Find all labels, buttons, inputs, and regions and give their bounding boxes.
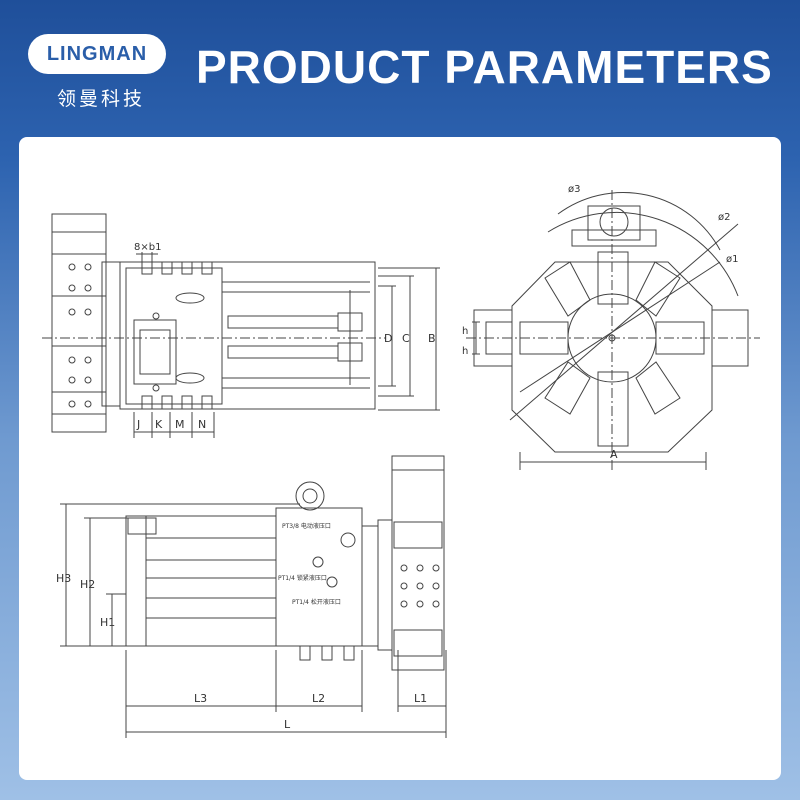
dia1-label: ø1	[726, 254, 738, 265]
dim-a-label: A	[610, 448, 618, 461]
drawing-panel	[19, 137, 781, 780]
port-label-1: PT3/8 电动液压口	[282, 522, 331, 530]
dim-m-label: M	[175, 418, 185, 431]
logo-chinese-text: 领曼科技	[56, 88, 145, 110]
dim-d-label: D	[384, 332, 392, 345]
port-label-3: PT1/4 松开液压口	[292, 598, 341, 606]
top-view-drawing	[42, 213, 440, 438]
dim-l1-label: L1	[414, 692, 427, 705]
port-label-2: PT1/4 锁紧液压口	[278, 574, 327, 582]
dim-h1-label: H1	[100, 616, 115, 629]
dim-k-label: K	[155, 418, 163, 431]
dia2-label: ø2	[718, 212, 730, 223]
dim-l2-label: L2	[312, 692, 325, 705]
page-title: PRODUCT PARAMETERS	[196, 41, 773, 93]
front-view-drawing	[466, 190, 760, 470]
dim-l-label: L	[284, 718, 291, 731]
h-upper-label: h	[462, 326, 468, 337]
dim-h3-label: H3	[56, 572, 71, 585]
h-lower-label: h	[462, 346, 468, 357]
dim-h2-label: H2	[80, 578, 95, 591]
dim-b-label: B	[428, 332, 436, 345]
dia3-label: ø3	[568, 184, 580, 195]
dim-c-label: C	[402, 332, 410, 345]
dim-n-label: N	[198, 418, 206, 431]
side-view-drawing	[60, 455, 447, 738]
logo-text: LINGMAN	[46, 42, 148, 65]
brand-logo: LINGMAN 领曼科技	[28, 34, 166, 110]
slot-dim-label: 8×b1	[134, 242, 161, 253]
dim-l3-label: L3	[194, 692, 207, 705]
logo-badge: LINGMAN	[28, 34, 166, 74]
dim-j-label: J	[136, 418, 140, 431]
